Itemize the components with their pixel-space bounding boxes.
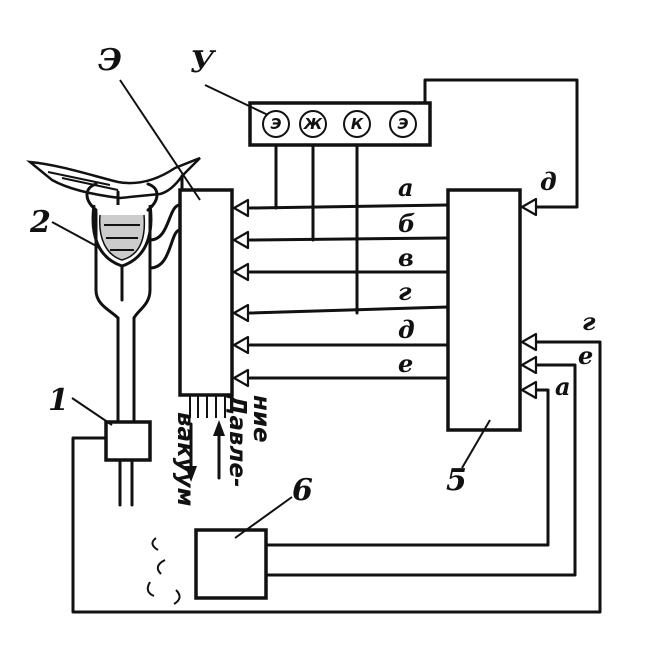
- sensor-block-pipes: [116, 316, 136, 507]
- sensor-block: [104, 420, 152, 462]
- udder-shape: [26, 156, 201, 200]
- controller-arrow-d: [520, 197, 538, 217]
- input-arrow-a: [232, 198, 250, 218]
- pressure-label-line2: ние: [248, 395, 274, 443]
- panel-button-2[interactable]: Ж: [299, 110, 327, 138]
- wire-6-to-a: [264, 388, 550, 547]
- vacuum-label: вакуум: [172, 412, 198, 507]
- valve-block-inputs: [232, 198, 250, 388]
- leader-3: [119, 79, 201, 201]
- panel-button-1-label: Э: [270, 115, 281, 133]
- line-label-b: б: [398, 209, 415, 238]
- wiring: [71, 78, 602, 614]
- panel-button-2-label: Ж: [303, 115, 323, 133]
- label-3: Э: [98, 43, 122, 78]
- input-arrow-b: [232, 230, 250, 250]
- wire-line-a: [248, 203, 450, 210]
- line-label-d: д: [398, 315, 415, 344]
- controller-arrow-e: [520, 355, 538, 375]
- pump-flow-marks: [146, 537, 181, 605]
- pressure-arrow-head: [213, 420, 225, 436]
- line-label-a: а: [398, 173, 414, 202]
- control-panel: Э Ж К Э: [248, 101, 432, 147]
- wire-6-to-e: [264, 363, 577, 577]
- valve-block: [178, 188, 234, 397]
- label-4: У: [190, 45, 217, 80]
- leader-6: [234, 496, 293, 539]
- leader-1: [71, 397, 113, 426]
- right-label-a: а: [555, 372, 571, 401]
- panel-button-4-label: Э: [397, 115, 408, 133]
- label-2: 2: [29, 205, 51, 240]
- input-arrow-e: [232, 368, 250, 388]
- panel-frame: [248, 101, 432, 147]
- controller-arrow-g: [520, 332, 538, 352]
- controller-inputs: [520, 197, 538, 400]
- input-arrow-v: [232, 262, 250, 282]
- input-arrow-g: [232, 303, 250, 323]
- line-label-e: е: [398, 349, 413, 378]
- right-label-e: е: [578, 341, 593, 370]
- input-arrow-d: [232, 335, 250, 355]
- right-label-g: г: [582, 307, 596, 336]
- wire-1-to-g: [71, 340, 602, 614]
- teat-cup-assembly: [26, 156, 201, 320]
- pump-block: [194, 528, 268, 600]
- leader-5: [461, 419, 491, 469]
- panel-button-4[interactable]: Э: [389, 110, 417, 138]
- leader-2: [51, 221, 101, 249]
- pressure-label-line1: Давле-: [224, 394, 250, 488]
- panel-button-1[interactable]: Э: [262, 110, 290, 138]
- line-label-v: в: [398, 243, 414, 272]
- vacuum-arrow-head: [185, 466, 197, 482]
- controller-arrow-a: [520, 380, 538, 400]
- controller-block: [446, 188, 522, 432]
- wire-panel-to-d: [423, 78, 579, 209]
- wire-line-b: [248, 236, 450, 242]
- line-label-g: г: [398, 277, 412, 306]
- label-5: 5: [446, 463, 467, 498]
- valve-block-pipes: [189, 395, 226, 418]
- label-1: 1: [48, 383, 69, 418]
- panel-button-3-label: К: [351, 115, 364, 133]
- right-label-d: д: [540, 167, 557, 196]
- label-6: 6: [292, 473, 313, 508]
- leader-4: [204, 84, 269, 116]
- pressure-label: Давле- ние: [224, 394, 274, 496]
- panel-button-3[interactable]: К: [343, 110, 371, 138]
- wire-line-g: [248, 305, 450, 315]
